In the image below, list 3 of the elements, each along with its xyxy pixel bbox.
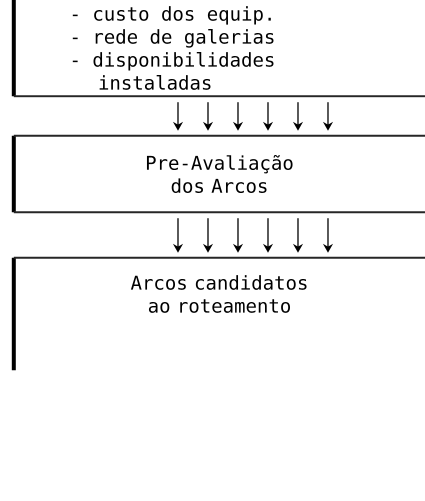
process-box: - custo dos equip. - rede de galerias - disponibilidades instaladas — [12, 0, 425, 98]
process-box: Arcos candidatos ao roteamento — [12, 256, 425, 370]
process-box: Pre-Avaliação dos Arcos — [12, 134, 425, 214]
